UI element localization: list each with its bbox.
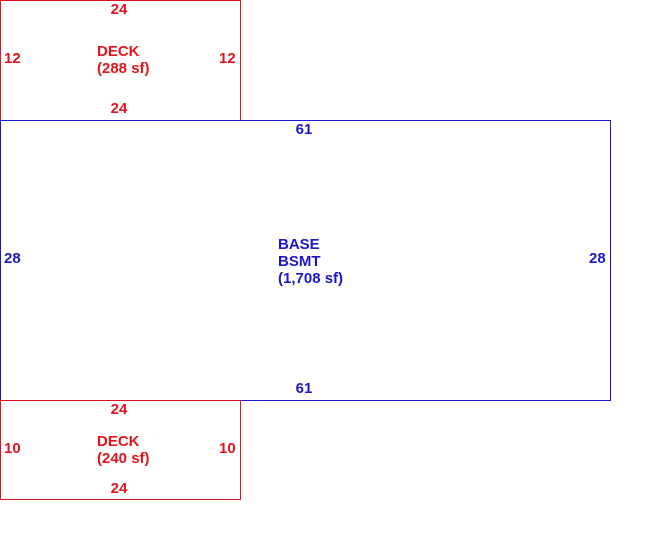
basement-dim-right: 28 bbox=[589, 250, 606, 267]
deck-bottom-dim-left: 10 bbox=[4, 440, 21, 457]
deck-top-dim-right: 12 bbox=[219, 50, 236, 67]
deck-top-dim-left: 12 bbox=[4, 50, 21, 67]
basement-dim-bottom: 61 bbox=[295, 380, 313, 397]
deck-bottom-name: DECK bbox=[97, 433, 140, 450]
basement-name: BASE bbox=[278, 236, 320, 253]
deck-bottom-label: DECK (240 sf) bbox=[97, 433, 150, 467]
deck-bottom-area: (240 sf) bbox=[97, 450, 150, 467]
deck-top-label: DECK (288 sf) bbox=[97, 43, 150, 77]
basement-label: BASE BSMT (1,708 sf) bbox=[278, 236, 343, 287]
deck-bottom-dim-bottom: 24 bbox=[110, 480, 128, 497]
basement-type: BSMT bbox=[278, 253, 321, 270]
basement-dim-top: 61 bbox=[295, 121, 313, 138]
deck-bottom-dim-right: 10 bbox=[219, 440, 236, 457]
deck-bottom-dim-top: 24 bbox=[110, 401, 128, 418]
deck-top-dim-top: 24 bbox=[110, 1, 128, 18]
deck-top-area: (288 sf) bbox=[97, 60, 150, 77]
deck-top-name: DECK bbox=[97, 43, 140, 60]
deck-top-dim-bottom: 24 bbox=[110, 100, 128, 117]
basement-dim-left: 28 bbox=[4, 250, 21, 267]
basement-area: (1,708 sf) bbox=[278, 270, 344, 287]
deck-bottom-outline bbox=[0, 400, 241, 500]
basement-outline bbox=[0, 120, 611, 401]
